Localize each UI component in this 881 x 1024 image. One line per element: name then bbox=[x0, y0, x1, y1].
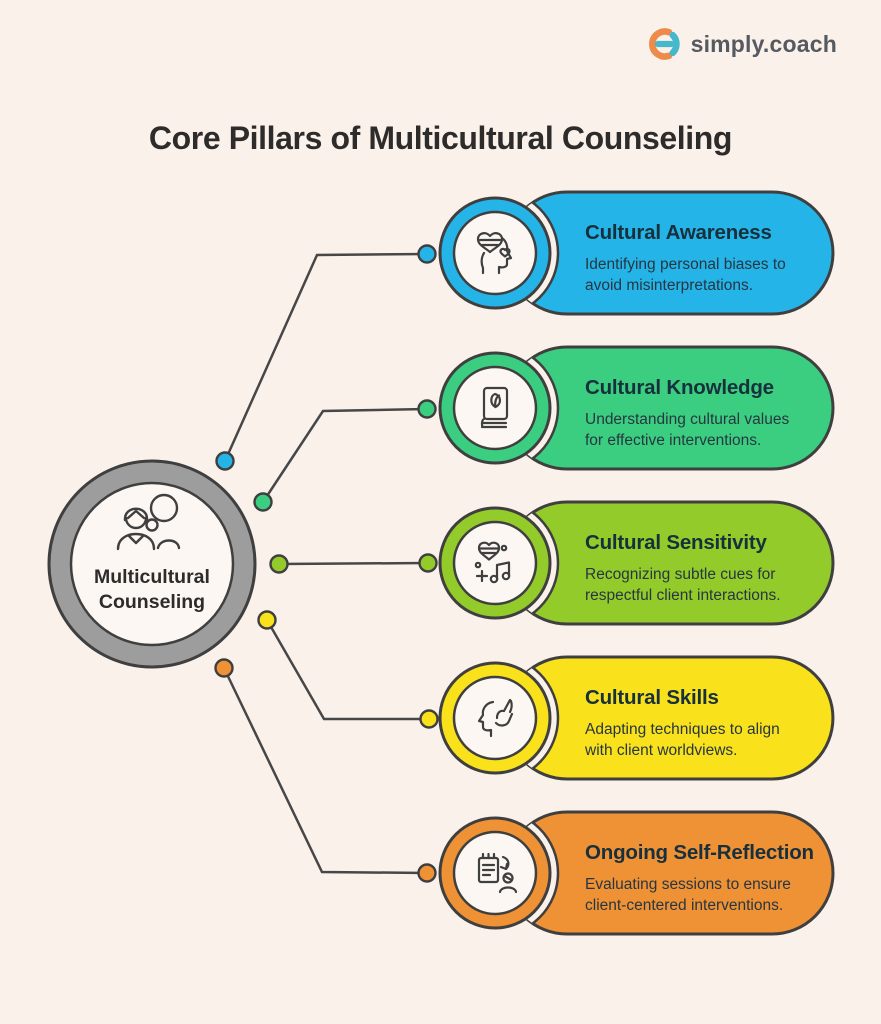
notepad-person-icon bbox=[477, 852, 518, 894]
two-people-icon bbox=[116, 493, 181, 551]
pillar-row-awareness bbox=[438, 190, 835, 316]
pillar-description: Adapting techniques to align with client… bbox=[585, 721, 780, 759]
connector-skills bbox=[265, 619, 429, 721]
hub-dots bbox=[214, 451, 289, 678]
pill-icon-circle bbox=[452, 830, 538, 916]
connector-awareness bbox=[223, 252, 428, 462]
simply-coach-logo-icon bbox=[648, 28, 680, 60]
central-hub bbox=[47, 459, 257, 669]
node-dot-reflection bbox=[417, 863, 437, 883]
node-dot-skills bbox=[419, 709, 439, 729]
pillar-text-skills: Cultural Skills Adapting techniques to a… bbox=[585, 686, 837, 761]
node-dot-knowledge bbox=[417, 399, 437, 419]
hub-dot-skills bbox=[257, 610, 277, 630]
node-dot-awareness bbox=[417, 244, 437, 264]
pill-icon-circle bbox=[452, 365, 538, 451]
pillar-title: Cultural Skills bbox=[585, 686, 719, 709]
heart-music-icon bbox=[474, 541, 511, 584]
pillar-text-awareness: Cultural Awareness Identifying personal … bbox=[585, 221, 837, 296]
pillar-description: Identifying personal biases to avoid mis… bbox=[585, 256, 786, 294]
pillar-title: Cultural Awareness bbox=[585, 221, 772, 244]
pillar-row-reflection bbox=[438, 810, 835, 936]
logo-orange-arc bbox=[648, 28, 672, 60]
node-dots bbox=[417, 244, 439, 883]
head-hand-icon bbox=[477, 698, 514, 738]
pillar-title: Ongoing Self-Reflection bbox=[585, 841, 814, 864]
pillar-description: Recognizing subtle cues for respectful c… bbox=[585, 566, 781, 604]
pillar-text-reflection: Ongoing Self-Reflection Evaluating sessi… bbox=[585, 841, 837, 916]
central-inner-circle bbox=[69, 481, 235, 647]
pill-icon-circle bbox=[452, 210, 538, 296]
pillar-title: Cultural Knowledge bbox=[585, 376, 774, 399]
hub-dot-awareness bbox=[215, 451, 235, 471]
connector-knowledge bbox=[261, 407, 428, 503]
hub-dot-knowledge bbox=[253, 492, 273, 512]
book-leaf-icon bbox=[480, 386, 509, 429]
pillar-row-knowledge bbox=[438, 345, 835, 471]
pillar-description: Evaluating sessions to ensure client-cen… bbox=[585, 876, 791, 914]
pill-icon-circle bbox=[452, 520, 538, 606]
logo-teal-arc bbox=[669, 31, 680, 57]
pillar-text-sensitivity: Cultural Sensitivity Recognizing subtle … bbox=[585, 531, 837, 606]
logo-text: simply.coach bbox=[690, 30, 837, 57]
hub-dot-sensitivity bbox=[269, 554, 289, 574]
pillar-text-knowledge: Cultural Knowledge Understanding cultura… bbox=[585, 376, 837, 451]
pillar-row-skills bbox=[438, 655, 835, 781]
pill-icon-circle bbox=[452, 675, 538, 761]
node-dot-sensitivity bbox=[418, 553, 438, 573]
connector-sensitivity bbox=[278, 561, 429, 566]
connector-reflection bbox=[222, 667, 428, 875]
simply-coach-logo: simply.coach bbox=[646, 26, 837, 62]
central-hub-label: Multicultural Counseling bbox=[94, 566, 210, 613]
connector-lines bbox=[222, 252, 429, 875]
page-title: Core Pillars of Multicultural Counseling bbox=[148, 120, 733, 157]
pillar-description: Understanding cultural values for effect… bbox=[585, 411, 790, 449]
hub-dot-reflection bbox=[214, 658, 234, 678]
pillar-title: Cultural Sensitivity bbox=[585, 531, 767, 554]
pillar-row-sensitivity bbox=[438, 500, 835, 626]
head-heart-icon bbox=[476, 232, 513, 275]
